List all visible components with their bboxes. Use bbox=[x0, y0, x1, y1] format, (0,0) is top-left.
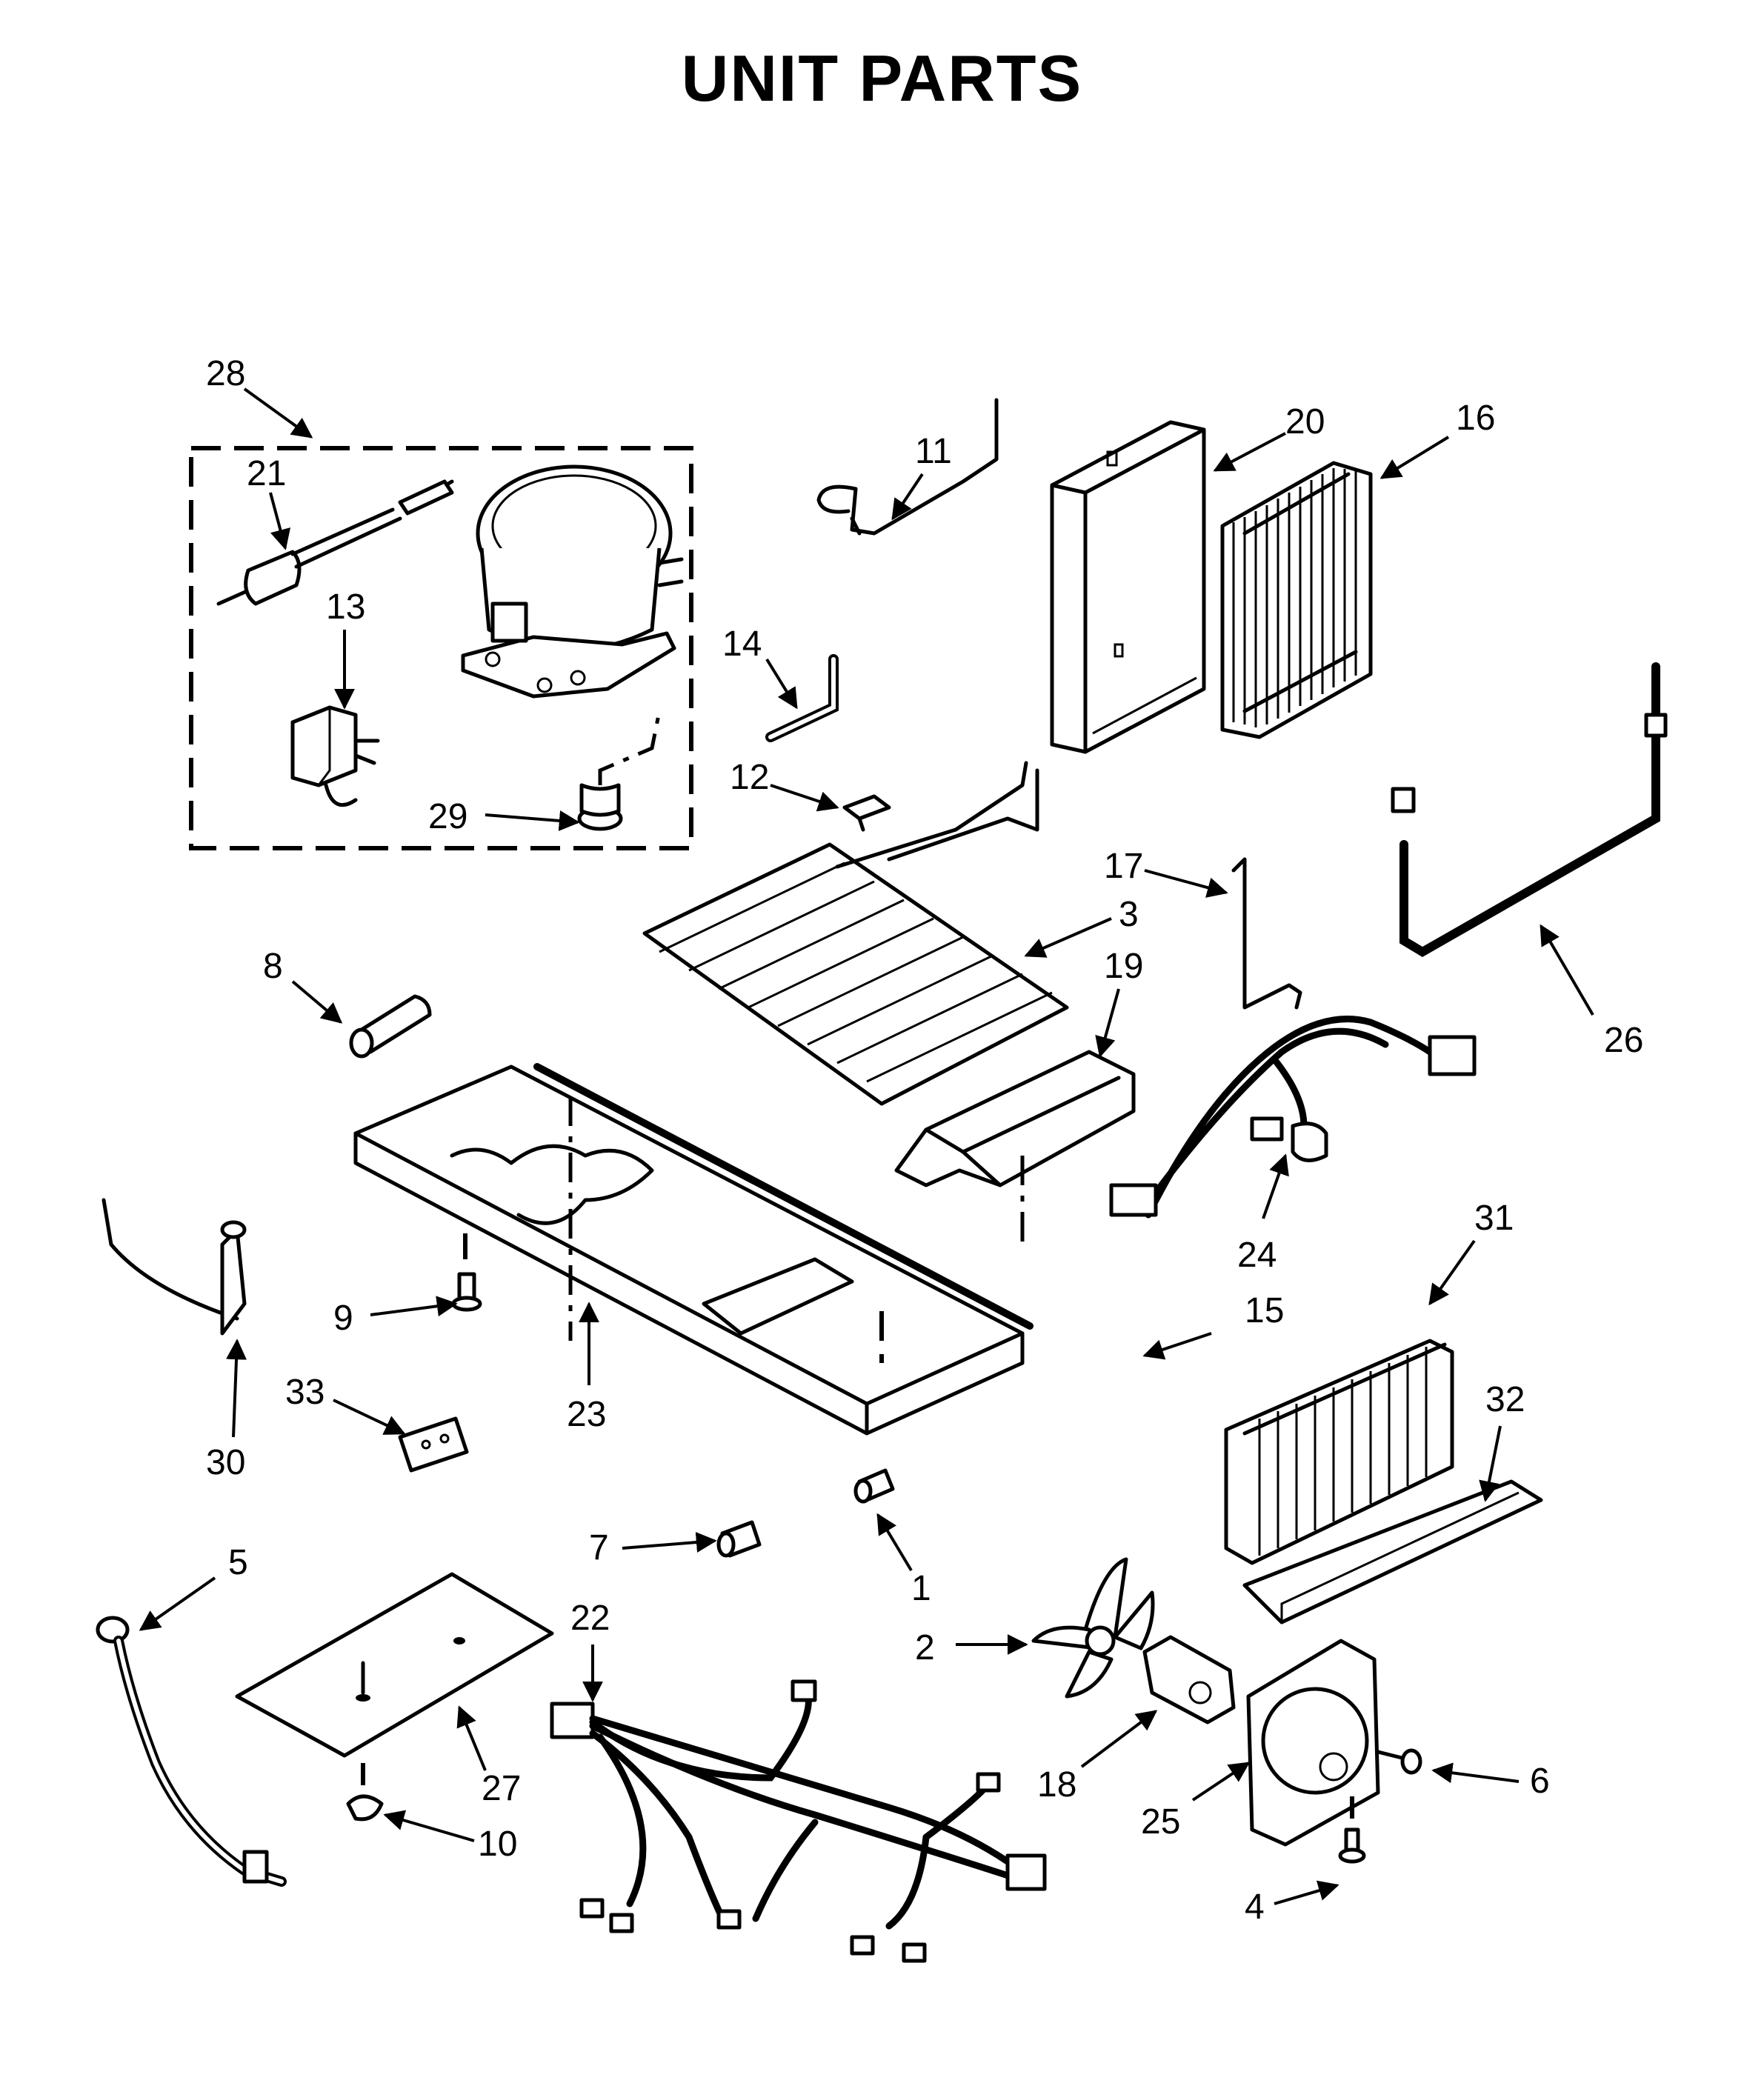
part-23-base-plate bbox=[353, 1063, 1034, 1436]
callout-14: 14 bbox=[722, 624, 762, 664]
part-20-evaporator-cover bbox=[1050, 420, 1206, 754]
callout-33: 33 bbox=[285, 1373, 324, 1412]
callout-10: 10 bbox=[478, 1825, 517, 1864]
callout-1: 1 bbox=[911, 1569, 931, 1608]
part-7-bushing bbox=[716, 1520, 762, 1558]
part-29-grommet bbox=[577, 710, 662, 831]
callout-4: 4 bbox=[1245, 1887, 1265, 1927]
part-26-sensor-harness bbox=[1391, 662, 1668, 957]
part-18-fan-motor bbox=[1142, 1635, 1236, 1725]
part-31-condenser bbox=[1224, 1339, 1454, 1565]
callout-2: 2 bbox=[915, 1628, 935, 1667]
part-12-clip bbox=[842, 794, 891, 832]
part-14-tube bbox=[765, 654, 839, 742]
callout-24: 24 bbox=[1237, 1236, 1277, 1275]
part-3-condenser-coil bbox=[642, 761, 1069, 1106]
callout-3: 3 bbox=[1119, 895, 1139, 934]
callout-31: 31 bbox=[1474, 1199, 1514, 1238]
callout-16: 16 bbox=[1456, 399, 1495, 438]
callout-21: 21 bbox=[247, 454, 286, 493]
callout-11: 11 bbox=[915, 432, 952, 471]
callout-19: 19 bbox=[1104, 947, 1143, 986]
part-13-start-relay bbox=[290, 705, 380, 807]
part-24-power-cord bbox=[1109, 1016, 1477, 1219]
callout-22: 22 bbox=[570, 1599, 610, 1638]
callout-29: 29 bbox=[428, 797, 467, 836]
callout-8: 8 bbox=[263, 947, 283, 986]
callout-20: 20 bbox=[1285, 402, 1325, 441]
callout-17: 17 bbox=[1104, 847, 1143, 886]
part-9-screw bbox=[451, 1233, 482, 1312]
part-27-insulation bbox=[235, 1572, 554, 1758]
callout-15: 15 bbox=[1245, 1291, 1284, 1330]
part-10-retainer bbox=[346, 1763, 384, 1822]
callout-18: 18 bbox=[1037, 1765, 1076, 1805]
callout-labels: 28 21 13 29 11 20 16 14 12 17 3 19 26 8 … bbox=[206, 354, 1643, 1927]
part-5-thermistor bbox=[96, 1616, 287, 1887]
callout-27: 27 bbox=[482, 1769, 521, 1808]
callout-9: 9 bbox=[333, 1299, 353, 1338]
callout-leaders bbox=[139, 387, 1594, 1905]
callout-13: 13 bbox=[326, 587, 365, 627]
callout-12: 12 bbox=[730, 758, 769, 797]
part-compressor bbox=[461, 464, 684, 699]
callout-7: 7 bbox=[589, 1528, 609, 1567]
callout-30: 30 bbox=[206, 1443, 245, 1482]
part-32-condenser-shroud bbox=[1242, 1479, 1543, 1625]
part-30-defrost-heater bbox=[101, 1198, 247, 1336]
callout-23: 23 bbox=[567, 1395, 606, 1434]
part-16-evaporator bbox=[1220, 461, 1373, 739]
callout-25: 25 bbox=[1141, 1802, 1180, 1842]
part-6-screw bbox=[1376, 1748, 1422, 1775]
part-8-sleeve bbox=[349, 994, 432, 1059]
part-25-fan-bracket bbox=[1246, 1639, 1380, 1847]
page-title: UNIT PARTS bbox=[681, 41, 1083, 115]
part-22-wire-harness bbox=[550, 1679, 1047, 1963]
part-17-clip bbox=[1231, 857, 1302, 1010]
compressor-kit-group bbox=[189, 446, 693, 850]
part-1-bushing bbox=[853, 1468, 895, 1504]
part-33-label bbox=[398, 1416, 469, 1473]
part-11-tube bbox=[816, 398, 999, 536]
part-21-filter-drier bbox=[216, 479, 454, 606]
part-2-fan-blade bbox=[1031, 1557, 1155, 1699]
callout-28: 28 bbox=[206, 354, 245, 393]
callout-6: 6 bbox=[1530, 1762, 1550, 1801]
callout-32: 32 bbox=[1485, 1380, 1525, 1419]
callout-26: 26 bbox=[1604, 1021, 1643, 1060]
part-19-drain-trough bbox=[894, 1050, 1136, 1244]
callout-5: 5 bbox=[228, 1543, 248, 1582]
part-4-screw bbox=[1338, 1796, 1366, 1864]
